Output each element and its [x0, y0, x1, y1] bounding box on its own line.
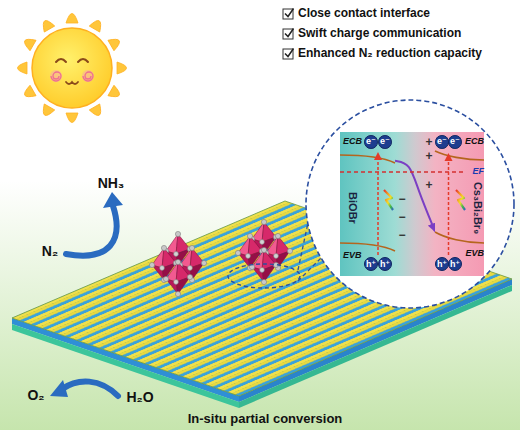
illustration-detail [149, 231, 206, 296]
energy-level-label: ECB [343, 137, 362, 147]
illustration-detail [377, 159, 379, 255]
illustration-detail [283, 29, 293, 39]
illustration-detail [18, 62, 28, 74]
illustration-detail [66, 113, 78, 123]
sun-icon [18, 14, 127, 123]
process-label: In-situ partial conversion [188, 412, 343, 426]
electron-carrier: e⁻ [364, 135, 378, 149]
illustration-detail [445, 153, 453, 161]
electron-carrier: e⁻ [378, 135, 392, 149]
hole-carrier: h⁺ [435, 257, 449, 271]
illustration-detail [103, 192, 123, 208]
fermi-level-line [340, 171, 466, 172]
electron-carrier: e⁻ [435, 135, 449, 149]
region-name: BiOBr [347, 192, 358, 224]
illustration-detail [50, 380, 68, 397]
checklist-item: Enhanced N₂ reduction capacity [298, 47, 482, 60]
checkbox-icons [283, 9, 294, 60]
reaction-arrows [50, 192, 123, 397]
illustration-detail [56, 59, 66, 62]
illustration-detail [78, 59, 88, 62]
checklist-item: Close contact interface [298, 7, 430, 20]
electron-carrier: e⁻ [448, 135, 462, 149]
excitation-arrows [374, 152, 453, 255]
charge-sign: + [425, 150, 432, 163]
charge-sign: + [425, 179, 432, 192]
carrier-symbol: e⁻ [366, 137, 376, 146]
charge-sign: − [398, 229, 405, 242]
illustration-detail [108, 85, 122, 100]
illustration-detail [117, 62, 127, 74]
octahedra-clusters [149, 219, 292, 296]
illustration-detail [66, 206, 117, 256]
illustration-detail [89, 104, 104, 118]
region-name: Cs₃Bi₂Br₉ [472, 182, 483, 234]
carrier-symbol: h⁺ [437, 260, 447, 269]
illustration-detail [89, 18, 104, 32]
electron-transfer-arrow [395, 161, 435, 232]
illustration-detail [32, 28, 112, 108]
illustration-detail [40, 104, 55, 118]
checklist-item: Swift charge communication [298, 27, 461, 40]
illustration-detail [235, 219, 292, 284]
illustration-detail [51, 72, 61, 81]
illustration-detail [374, 152, 382, 160]
carrier-symbol: e⁻ [380, 137, 390, 146]
energy-level-label: EVB [465, 249, 484, 259]
molecule-label: NH₃ [98, 176, 125, 191]
hole-carrier: h⁺ [364, 257, 378, 271]
conduction-band-line [340, 155, 395, 163]
fermi-level-label: EF [472, 167, 484, 177]
valence-band-line [435, 232, 484, 243]
valence-band-line [340, 243, 395, 251]
molecule-label: N₂ [42, 244, 58, 259]
charge-sign: − [398, 193, 405, 206]
carrier-symbol: h⁺ [450, 260, 460, 269]
charge-sign: − [398, 211, 405, 224]
illustration-detail [283, 9, 293, 19]
illustration-detail [395, 132, 435, 276]
energy-level-label: EVB [343, 251, 362, 261]
illustration-detail [456, 190, 465, 210]
light-icons [384, 190, 465, 210]
illustration-detail [285, 29, 294, 37]
illustration-detail [66, 82, 78, 84]
illustration-detail [66, 14, 78, 24]
illustration-detail [283, 49, 293, 59]
illustration-detail [82, 70, 94, 82]
hole-carrier: h⁺ [378, 257, 392, 271]
illustration-detail [306, 100, 514, 308]
illustration-detail [22, 36, 36, 51]
illustration-detail [298, 258, 321, 281]
conduction-band-line [435, 151, 484, 160]
illustration-detail [108, 36, 122, 51]
carrier-symbol: e⁻ [450, 137, 460, 146]
carrier-symbol: h⁺ [366, 260, 376, 269]
illustration-detail [83, 72, 93, 81]
energy-level-label: ECB [465, 137, 484, 147]
illustration-detail [384, 190, 393, 210]
molecule-label: H₂O [126, 390, 153, 405]
illustration-detail [448, 160, 450, 255]
molecule-label: O₂ [27, 388, 44, 403]
carrier-symbol: e⁻ [437, 137, 447, 146]
carrier-symbol: h⁺ [380, 260, 390, 269]
hole-carrier: h⁺ [448, 257, 462, 271]
illustration-detail [62, 381, 118, 396]
illustration-detail [285, 49, 294, 57]
illustration-detail [228, 264, 300, 288]
magnifier [228, 100, 514, 308]
illustration-detail [40, 18, 55, 32]
charge-sign: + [425, 136, 432, 149]
illustration-detail [285, 9, 294, 17]
illustration-detail [50, 70, 62, 82]
illustration-detail [22, 85, 36, 100]
